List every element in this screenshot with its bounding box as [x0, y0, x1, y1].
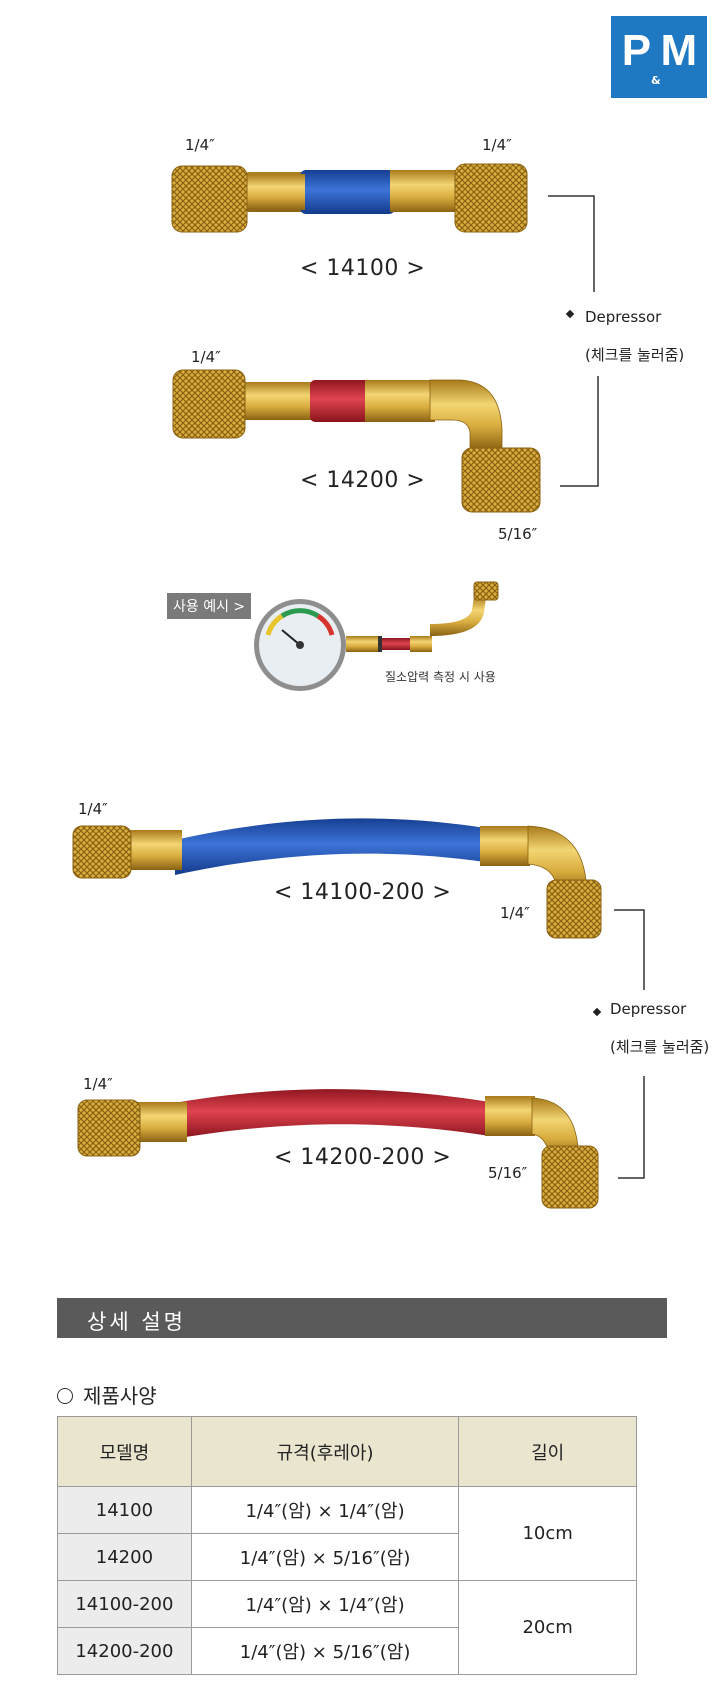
product-14200-200-left-size: 1/4″	[83, 1075, 113, 1093]
gauge-usage-image	[254, 581, 499, 691]
header-spec: 규격(후레아)	[190, 1416, 460, 1487]
depressor-note-2: (체크를 눌러줌)	[610, 1038, 710, 1056]
spec-title-text: 제품사양	[83, 1384, 157, 1408]
table-row: 14100-200 1/4″(암) × 1/4″(암) 20cm	[57, 1580, 637, 1675]
brand-logo: P M &	[611, 16, 707, 98]
table-row: 14200-200 1/4″(암) × 5/16″(암)	[57, 1627, 637, 1675]
depressor-note-1: (체크를 눌러줌)	[585, 346, 685, 364]
depressor-label-1: Depressor	[585, 308, 662, 326]
logo-text: P M	[621, 26, 697, 75]
table-header-row: 모델명 규격(후레아) 길이	[57, 1416, 637, 1487]
product-14200-model: < 14200 >	[300, 468, 426, 493]
product-14100-image	[171, 163, 528, 233]
cell-model: 14100	[57, 1486, 192, 1534]
spec-table: 모델명 규격(후레아) 길이 14100 1/4″(암) × 1/4″(암) 1…	[57, 1416, 637, 1675]
usage-example-badge: 사용 예시 >	[167, 593, 252, 619]
product-14200-image	[172, 369, 541, 513]
cell-spec: 1/4″(암) × 1/4″(암)	[190, 1486, 460, 1534]
product-14200-200-right-size: 5/16″	[488, 1164, 528, 1182]
cell-model: 14200	[57, 1533, 192, 1581]
cell-spec: 1/4″(암) × 1/4″(암)	[190, 1580, 460, 1628]
cell-length: 10cm	[458, 1486, 637, 1581]
product-14200-200-image	[77, 1089, 599, 1209]
product-14100-200-right-size: 1/4″	[500, 904, 530, 922]
spec-title: 제품사양	[57, 1380, 157, 1409]
depressor-label-2: Depressor	[610, 1000, 687, 1018]
product-14100-model: < 14100 >	[300, 256, 426, 281]
product-14200-200-model: < 14200-200 >	[274, 1145, 452, 1170]
circle-bullet-icon	[57, 1388, 73, 1404]
product-14200-right-size: 5/16″	[498, 525, 538, 543]
cell-spec: 1/4″(암) × 5/16″(암)	[190, 1533, 460, 1581]
usage-example-note: 질소압력 측정 시 사용	[385, 670, 496, 684]
detail-section-title: 상세 설명	[87, 1310, 186, 1334]
header-model: 모델명	[57, 1416, 192, 1487]
product-14100-200-left-size: 1/4″	[78, 800, 108, 818]
cell-model: 14200-200	[57, 1627, 192, 1675]
table-row: 14100 1/4″(암) × 1/4″(암) 10cm	[57, 1486, 637, 1581]
detail-section-header: 상세 설명	[57, 1298, 667, 1338]
logo-ampersand: &	[651, 74, 661, 87]
product-14100-200-image	[72, 818, 602, 939]
product-14100-right-size: 1/4″	[482, 136, 512, 154]
product-14100-left-size: 1/4″	[185, 136, 215, 154]
cell-model: 14100-200	[57, 1580, 192, 1628]
header-length: 길이	[458, 1416, 637, 1487]
product-14100-200-model: < 14100-200 >	[274, 880, 452, 905]
table-row: 14200 1/4″(암) × 5/16″(암)	[57, 1533, 637, 1581]
cell-spec: 1/4″(암) × 5/16″(암)	[190, 1627, 460, 1675]
product-14200-left-size: 1/4″	[191, 348, 221, 366]
cell-length: 20cm	[458, 1580, 637, 1675]
